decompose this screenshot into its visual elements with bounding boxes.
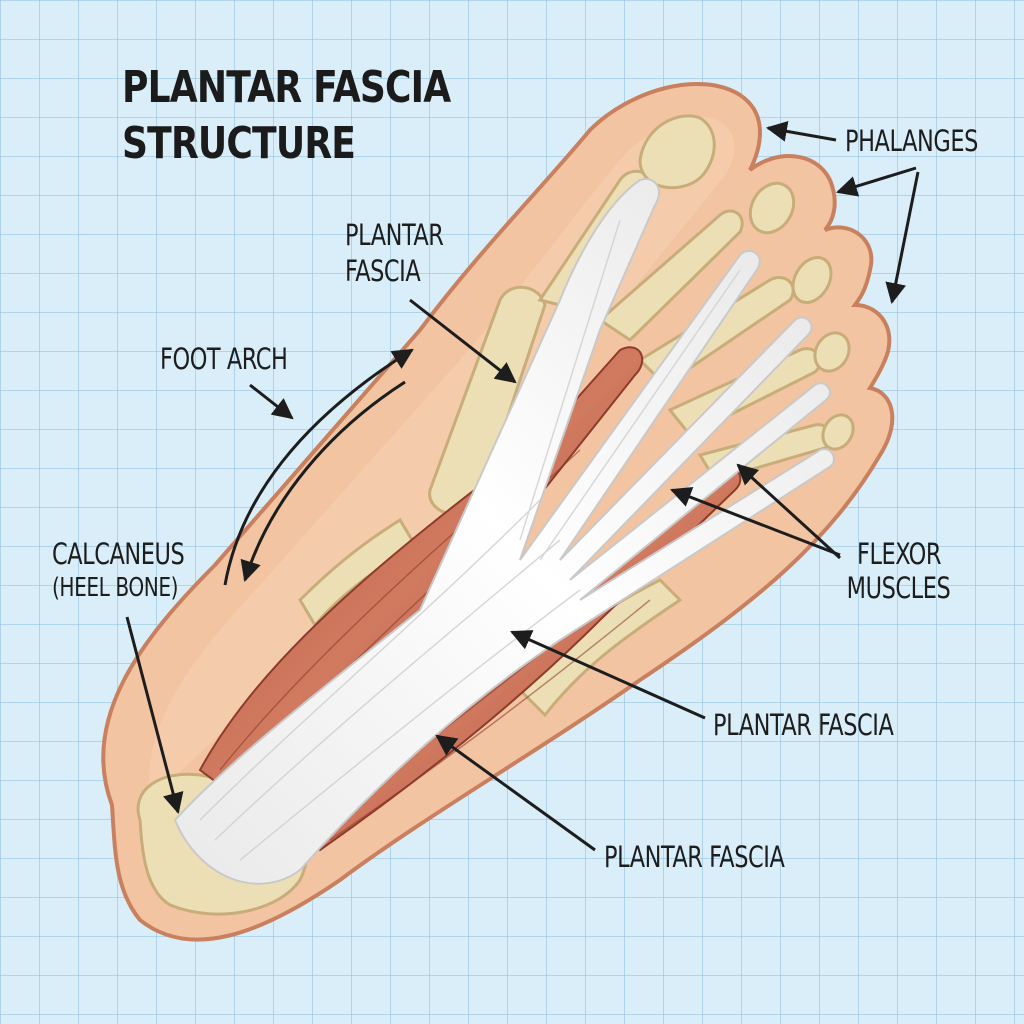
toe-bones — [638, 114, 855, 451]
phalanges-arrow-2 — [835, 166, 917, 197]
calcaneus-line-2: (HEEL BONE) — [52, 573, 179, 603]
flexor-muscles-line-1: FLEXOR — [857, 537, 942, 571]
flexor-muscles-line-2: MUSCLES — [846, 571, 951, 605]
plantar-fascia-top-arrow — [409, 298, 517, 384]
calcaneus-arrow — [125, 616, 184, 815]
plantar-fascia-band — [173, 178, 835, 885]
plantar-fascia-bottom-arrow — [435, 734, 596, 852]
plantar-fascia-mid-arrow — [510, 630, 706, 720]
page-title: PLANTAR FASCIA STRUCTURE — [122, 60, 451, 172]
plantar-fascia-top-line-2: FASCIA — [345, 254, 421, 288]
foot-arch-label: FOOT ARCH — [160, 342, 288, 376]
fascia-fiber-lines — [199, 219, 741, 861]
foot-arch-arrow-lower — [240, 380, 406, 583]
calcaneus-line-1: CALCANEUS — [52, 537, 185, 571]
plantar-fascia-top-label: PLANTAR FASCIA — [345, 217, 444, 289]
foot-arch-label-arrow — [249, 383, 294, 420]
plantar-fascia-top-line-1: PLANTAR — [345, 218, 444, 252]
plantar-fascia-mid-label: PLANTAR FASCIA — [713, 708, 894, 742]
plantar-fascia-bottom-label: PLANTAR FASCIA — [604, 840, 785, 874]
leader-arrows — [125, 120, 920, 852]
phalanges-label: PHALANGES — [845, 124, 978, 158]
calcaneus-label: CALCANEUS (HEEL BONE) — [52, 537, 185, 605]
flexor-muscles-label: FLEXOR MUSCLES — [847, 537, 951, 605]
title-line-2: STRUCTURE — [122, 118, 356, 169]
foot-arch-arrow-upper — [223, 348, 414, 586]
flexor-muscles-arrow-2 — [736, 463, 842, 560]
phalanges-arrow-1 — [765, 120, 837, 142]
title-line-1: PLANTAR FASCIA — [122, 62, 451, 113]
flexor-muscles-arrow-1 — [670, 487, 841, 557]
phalanges-arrow-3 — [885, 171, 920, 305]
